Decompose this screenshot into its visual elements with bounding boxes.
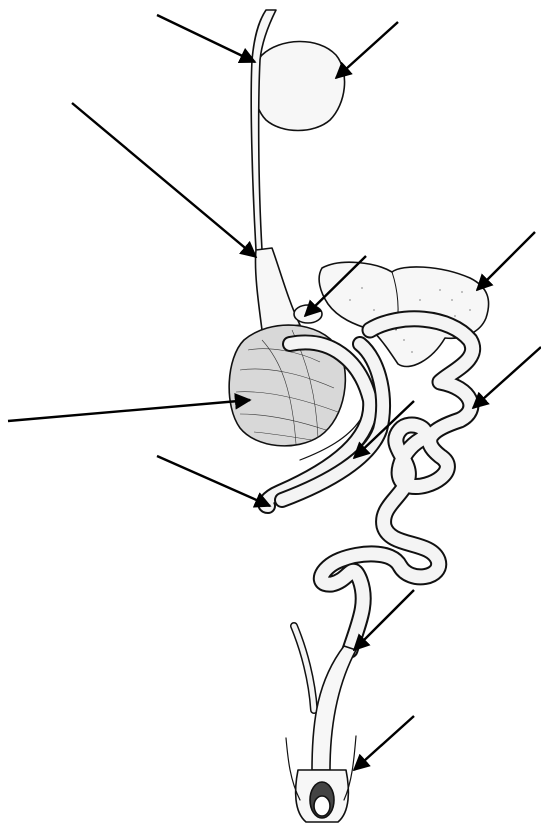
pointer-small-intestine [473, 347, 541, 408]
large-intestine [312, 646, 356, 770]
pointer-crop [336, 22, 398, 78]
pointer-duodenum [157, 456, 270, 506]
ceca [294, 626, 314, 710]
crop [253, 41, 344, 130]
pointer-gizzard [8, 400, 250, 421]
pointer-liver [477, 232, 535, 290]
pointer-esophagus [157, 15, 255, 62]
esophagus [251, 10, 276, 250]
pointer-cloaca [354, 716, 414, 770]
pointer-proventriculus [72, 103, 256, 257]
proventriculus [255, 248, 300, 330]
